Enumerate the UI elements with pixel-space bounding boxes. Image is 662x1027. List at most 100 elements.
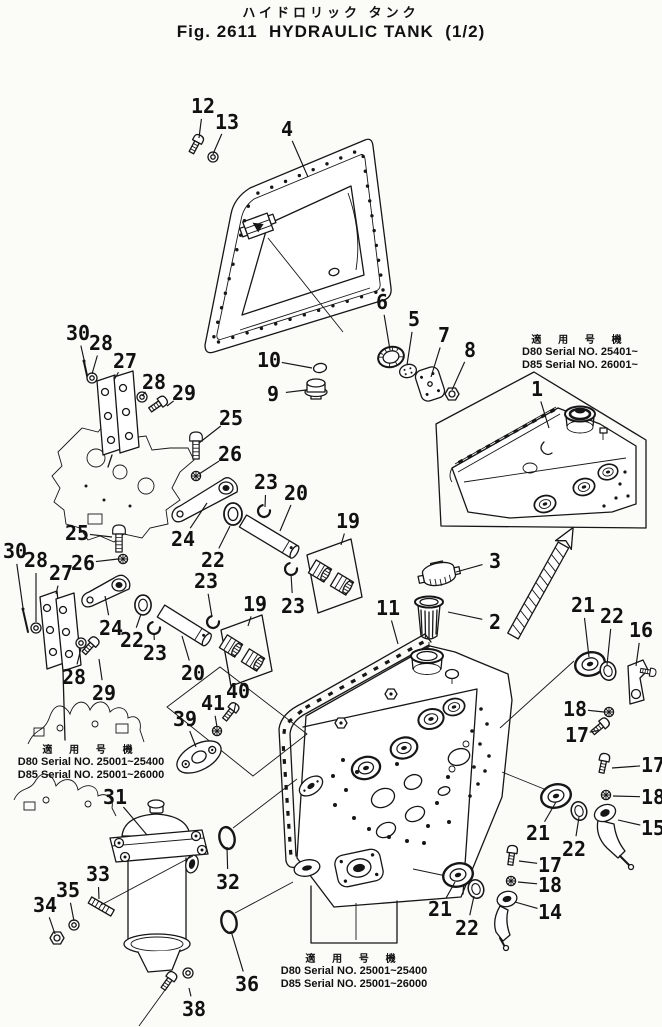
callout-24: 24: [171, 527, 195, 551]
diagram-decorations: [212, 150, 556, 855]
callout-15: 15: [641, 816, 662, 840]
leader-line: [95, 558, 119, 563]
part-filter-31: [49, 778, 298, 1027]
leader-line: [540, 401, 550, 429]
leader-line: [447, 611, 483, 620]
leader-line: [214, 715, 218, 728]
group-linkage-lower-left: [21, 524, 273, 741]
callout-21: 21: [571, 593, 595, 617]
callout-11: 11: [376, 596, 400, 620]
callout-1: 1: [531, 377, 543, 401]
leader-line: [122, 806, 148, 836]
callout-26: 26: [218, 442, 242, 466]
callout-40: 40: [226, 679, 250, 703]
callout-19: 19: [336, 509, 360, 533]
leader-line: [166, 400, 175, 407]
leader-line: [247, 616, 252, 627]
part-gauge-ring-6: [377, 345, 405, 369]
callout-3: 3: [489, 549, 501, 573]
leader-line: [635, 642, 640, 667]
part-lever-24-lower: [81, 574, 131, 608]
group-shaft-upper: [238, 503, 363, 614]
callout-28: 28: [142, 370, 166, 394]
callout-17: 17: [565, 723, 589, 747]
leader-line: [518, 860, 538, 864]
callout-13: 13: [215, 110, 239, 134]
callout-9: 9: [267, 382, 279, 406]
part-breather-9: [304, 378, 328, 400]
callout-39: 39: [173, 707, 197, 731]
leader-line: [451, 361, 466, 391]
part-lever-15: [593, 803, 635, 871]
callout-29: 29: [92, 681, 116, 705]
callout-33: 33: [86, 862, 110, 886]
leader-line: [469, 895, 475, 916]
callout-22: 22: [562, 837, 586, 861]
part-lever-24-upper: [171, 477, 239, 523]
callout-38: 38: [182, 997, 206, 1021]
serial-heading: 適 用 号 機: [531, 335, 629, 346]
leader-line: [198, 425, 222, 444]
machine-outline-left: [27, 701, 145, 745]
callout-5: 5: [408, 307, 420, 331]
leader-line: [104, 595, 110, 616]
serial-heading: 適 用 号 機: [305, 954, 403, 965]
callout-34: 34: [33, 893, 57, 917]
callout-7: 7: [438, 323, 450, 347]
callout-14: 14: [538, 900, 562, 924]
part-plate-7: [414, 366, 446, 402]
callout-6: 6: [376, 290, 388, 314]
leader-line: [198, 118, 202, 139]
figure-number: Fig. 2611: [176, 22, 258, 41]
group-flange-39: [166, 666, 308, 777]
callout-17: 17: [538, 853, 562, 877]
callout-23: 23: [281, 594, 305, 618]
callout-26: 26: [71, 551, 95, 575]
leader-line: [544, 801, 557, 823]
serial-line: D85 Serial NO. 25001~26000: [17, 768, 165, 781]
sheet-number: (1/2): [445, 22, 486, 41]
leader-line: [455, 563, 483, 573]
leader-line: [230, 930, 244, 972]
dipstick-arrow: [507, 526, 574, 640]
serial-line: D80 Serial NO. 25401~: [522, 346, 638, 358]
callout-4: 4: [281, 117, 293, 141]
leader-line: [80, 345, 86, 365]
part-lever-14: [494, 890, 518, 952]
callout-23: 23: [143, 641, 167, 665]
leader-line: [430, 347, 441, 378]
leader-line: [89, 533, 113, 538]
leader-line: [606, 628, 612, 666]
leader-line: [16, 563, 24, 609]
inset-filler-cap: [564, 405, 596, 434]
leader-line: [189, 502, 208, 529]
callout-20: 20: [181, 661, 205, 685]
leader-line: [113, 371, 119, 381]
callout-23: 23: [194, 569, 218, 593]
serial-line: D80 Serial NO. 25001~25400: [17, 756, 165, 768]
leader-line: [517, 881, 538, 885]
leader-line: [617, 819, 641, 826]
callout-18: 18: [538, 873, 562, 897]
leader-line: [285, 389, 307, 394]
tank-bolt-holes: [331, 707, 491, 845]
part-bolt-12: [186, 132, 206, 156]
page-title-japanese: ハイドロリック タンク: [242, 5, 420, 20]
leader-line: [390, 620, 399, 645]
serial-note-left: 適 用 号 機 D80 Serial NO. 25001~25400 D85 S…: [0, 741, 182, 781]
leader-line: [340, 533, 345, 546]
callout-19: 19: [243, 592, 267, 616]
machine-outline-lower: [13, 773, 117, 817]
serial-line: D85 Serial NO. 26001~: [522, 358, 638, 371]
leader-line: [587, 709, 605, 713]
serial-line: D85 Serial NO. 25001~26000: [280, 977, 428, 990]
leader-line: [207, 593, 213, 618]
group-right-fasteners: [412, 647, 658, 952]
callout-18: 18: [641, 785, 662, 809]
tank-bottom-port: [334, 848, 384, 888]
leader-line: [55, 585, 59, 595]
serial-line: D80 Serial NO. 25001~25400: [280, 965, 428, 977]
